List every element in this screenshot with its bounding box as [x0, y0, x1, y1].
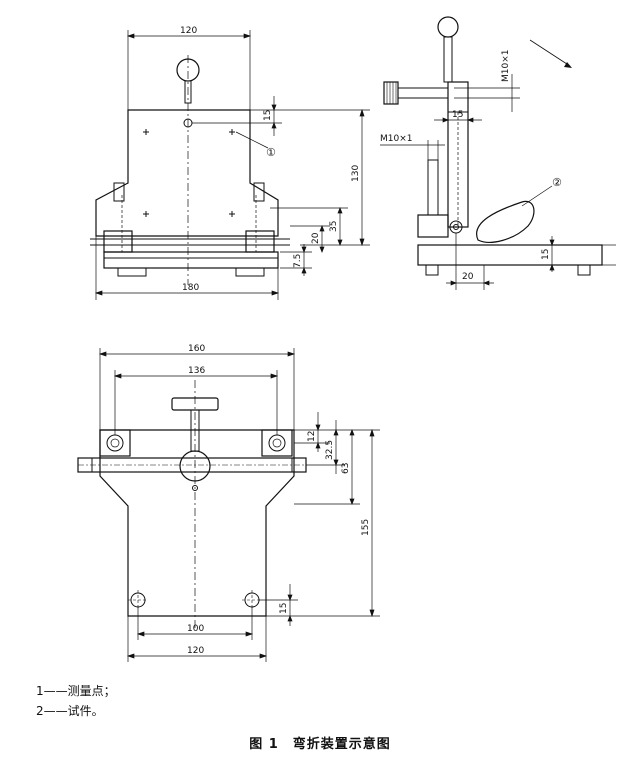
- plan-cross-bar-end-left: [77, 457, 93, 473]
- front-dim-120-label: 120: [180, 26, 197, 36]
- plan-dim-160: [98, 348, 296, 430]
- front-body-outline: [95, 109, 279, 237]
- side-dim-m10-top-label: M10×1: [501, 50, 511, 82]
- front-dim-130-label: 130: [351, 165, 361, 182]
- plan-dim-15: [259, 584, 298, 626]
- side-pivot-inner: [453, 224, 459, 230]
- side-dim-15: [434, 112, 482, 124]
- side-screw-shaft: [397, 87, 449, 99]
- plan-dim-32_5-label: 32.5: [325, 440, 335, 460]
- figure-caption: 图 1 弯折装置示意图: [249, 737, 391, 752]
- plan-dim-12-label: 12: [307, 431, 317, 442]
- plan-dim-136: [113, 370, 279, 435]
- plan-dim-right: [266, 412, 380, 618]
- front-clamp-left: [103, 230, 133, 253]
- front-base-foot-right: [235, 267, 265, 277]
- plan-dim-63-label: 63: [341, 463, 351, 474]
- plan-view: 160 136 12 32.5 63 155: [77, 344, 380, 662]
- front-dim-20-label: 20: [311, 232, 321, 244]
- side-dim-m10-mid: [380, 140, 445, 160]
- side-base-foot-right: [577, 264, 591, 276]
- plan-dim-100-label: 100: [187, 624, 204, 634]
- front-dim-15-label: 15: [263, 110, 273, 121]
- front-dim-35-20-7_5: [270, 207, 348, 276]
- side-dim-20: [446, 233, 494, 290]
- front-dim-7_5-label: 7.5: [293, 254, 303, 268]
- plan-dim-15-label: 15: [279, 603, 289, 614]
- side-dim-m10-top: [454, 74, 520, 112]
- front-dim-130: [250, 108, 370, 247]
- side-knob: [437, 16, 459, 38]
- side-knob-stem: [443, 36, 453, 83]
- legend-item-2: 2——试件。: [36, 704, 104, 718]
- side-column-block: [447, 81, 469, 113]
- callout-1-leader: [235, 131, 269, 149]
- side-dim-15-label: 15: [452, 110, 463, 120]
- direction-arrow: [529, 39, 571, 67]
- callout-2-label: ②: [552, 176, 562, 189]
- side-base-foot-left: [425, 264, 439, 276]
- plan-dim-160-label: 160: [188, 344, 205, 354]
- plan-nut-left-bore: [106, 434, 124, 452]
- front-base-plate: [103, 251, 279, 269]
- side-dim-20-label: 20: [462, 272, 474, 282]
- front-dim-35-label: 35: [329, 221, 339, 232]
- specimen: [476, 200, 535, 243]
- plan-dim-100: [136, 607, 254, 640]
- front-plus-marks: [143, 129, 235, 217]
- side-dim-m10-mid-label: M10×1: [380, 134, 412, 144]
- callout-2-leader: [521, 185, 553, 207]
- side-base-plate: [417, 244, 603, 266]
- side-dim-15-vertical: [549, 236, 616, 272]
- side-clamp-block: [417, 214, 449, 238]
- front-post-left: [113, 182, 125, 202]
- front-dim-120: [126, 30, 252, 110]
- callout-1-label: ①: [266, 146, 276, 159]
- front-view: 120 180 130 15 ①: [90, 26, 370, 300]
- front-base-foot-left: [117, 267, 147, 277]
- plan-dim-136-label: 136: [188, 366, 205, 376]
- plan-dim-155-label: 155: [361, 519, 371, 536]
- side-lower-screw: [427, 159, 439, 216]
- side-view: ② M10×1 15 M10×1 20: [380, 16, 616, 290]
- front-clamp-right: [245, 230, 275, 253]
- legend-item-1: 1——测量点；: [36, 684, 116, 698]
- side-dim-15-vertical-label: 15: [541, 249, 551, 260]
- front-dim-180-label: 180: [182, 283, 199, 293]
- plan-dim-120-label: 120: [187, 646, 204, 656]
- front-post-right: [253, 182, 265, 202]
- front-dim-180: [94, 236, 280, 300]
- plan-nut-right-bore: [268, 434, 286, 452]
- plan-small-hole: [192, 485, 198, 491]
- plan-dim-120: [126, 616, 268, 662]
- side-knurl-lines: [386, 82, 397, 104]
- front-dim-15: [192, 96, 282, 136]
